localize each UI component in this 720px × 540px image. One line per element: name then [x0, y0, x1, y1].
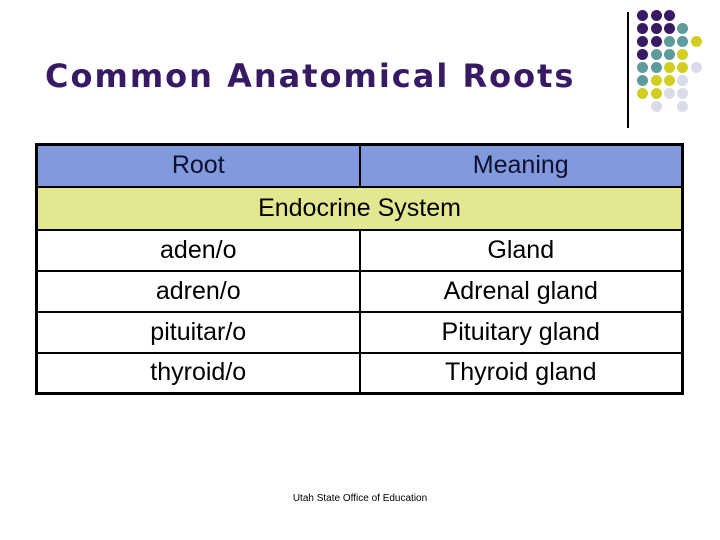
dot-cell — [636, 61, 649, 74]
dot-icon — [637, 36, 649, 47]
dot-cell — [649, 100, 662, 113]
dot-cell — [676, 87, 689, 100]
dot-icon — [650, 62, 662, 73]
table-row: adren/o Adrenal gland — [35, 269, 684, 313]
dot-cell — [690, 61, 703, 74]
dot-icon — [650, 49, 662, 60]
meaning-cell: Adrenal gland — [358, 269, 684, 313]
dot-cell — [676, 22, 689, 35]
dot-icon — [650, 36, 662, 47]
dot-icon — [650, 10, 662, 21]
dot-icon — [637, 23, 649, 34]
dot-cell — [690, 87, 703, 100]
dot-icon — [637, 75, 649, 86]
dot-cell — [663, 100, 676, 113]
dot-icon — [637, 88, 649, 99]
dot-cell — [649, 48, 662, 61]
dot-cell — [649, 74, 662, 87]
table-row: thyroid/o Thyroid gland — [35, 351, 684, 395]
dot-icon — [677, 101, 689, 112]
meaning-cell: Thyroid gland — [358, 351, 684, 395]
dot-cell — [690, 22, 703, 35]
root-cell: aden/o — [35, 228, 361, 272]
dot-icon — [677, 62, 689, 73]
dot-cell — [690, 9, 703, 22]
dot-cell — [676, 100, 689, 113]
dot-icon — [663, 49, 675, 60]
section-header-cell: Endocrine System — [35, 185, 684, 231]
dot-cell — [636, 35, 649, 48]
dot-cell — [676, 9, 689, 22]
dot-icon — [637, 49, 649, 60]
dot-icon — [663, 88, 675, 99]
dot-cell — [676, 74, 689, 87]
meaning-cell: Gland — [358, 228, 684, 272]
section-header-row: Endocrine System — [35, 185, 684, 231]
column-header-root: Root — [35, 143, 361, 188]
page-title: Common Anatomical Roots — [45, 57, 576, 95]
dot-icon — [650, 23, 662, 34]
dot-cell — [663, 22, 676, 35]
dot-cell — [649, 87, 662, 100]
dot-cell — [676, 48, 689, 61]
dot-icon — [650, 88, 662, 99]
dot-cell — [636, 74, 649, 87]
dot-icon — [677, 49, 689, 60]
dot-cell — [690, 48, 703, 61]
dot-cell — [676, 35, 689, 48]
dot-grid-decoration — [636, 9, 703, 113]
dot-cell — [663, 48, 676, 61]
dot-cell — [690, 35, 703, 48]
dot-cell — [663, 87, 676, 100]
dot-cell — [663, 9, 676, 22]
dot-icon — [663, 36, 675, 47]
dot-cell — [636, 87, 649, 100]
dot-icon — [663, 75, 675, 86]
dot-cell — [636, 48, 649, 61]
dot-cell — [690, 74, 703, 87]
dot-cell — [649, 22, 662, 35]
root-cell: pituitar/o — [35, 310, 361, 354]
dot-cell — [663, 35, 676, 48]
dot-cell — [663, 61, 676, 74]
column-header-meaning: Meaning — [358, 143, 684, 188]
dot-cell — [636, 100, 649, 113]
dot-icon — [663, 23, 675, 34]
dot-icon — [663, 62, 675, 73]
root-cell: adren/o — [35, 269, 361, 313]
dot-cell — [649, 35, 662, 48]
footer-text: Utah State Office of Education — [292, 493, 428, 504]
dot-icon — [690, 62, 702, 73]
dot-icon — [677, 88, 689, 99]
dot-icon — [637, 10, 649, 21]
dot-cell — [663, 74, 676, 87]
table-header-row: Root Meaning — [35, 143, 684, 188]
root-cell: thyroid/o — [35, 351, 361, 395]
dot-cell — [636, 22, 649, 35]
dot-cell — [649, 61, 662, 74]
dot-cell — [636, 9, 649, 22]
dot-icon — [637, 62, 649, 73]
dot-icon — [663, 10, 675, 21]
dot-cell — [676, 61, 689, 74]
dot-icon — [677, 75, 689, 86]
table-row: aden/o Gland — [35, 228, 684, 272]
vertical-rule — [627, 12, 629, 128]
dot-icon — [650, 75, 662, 86]
dot-icon — [650, 101, 662, 112]
dot-cell — [690, 100, 703, 113]
table-row: pituitar/o Pituitary gland — [35, 310, 684, 354]
meaning-cell: Pituitary gland — [358, 310, 684, 354]
roots-table: Root Meaning Endocrine System aden/o Gla… — [35, 143, 684, 395]
dot-icon — [677, 36, 689, 47]
dot-cell — [649, 9, 662, 22]
dot-icon — [677, 23, 689, 34]
dot-icon — [690, 36, 702, 47]
